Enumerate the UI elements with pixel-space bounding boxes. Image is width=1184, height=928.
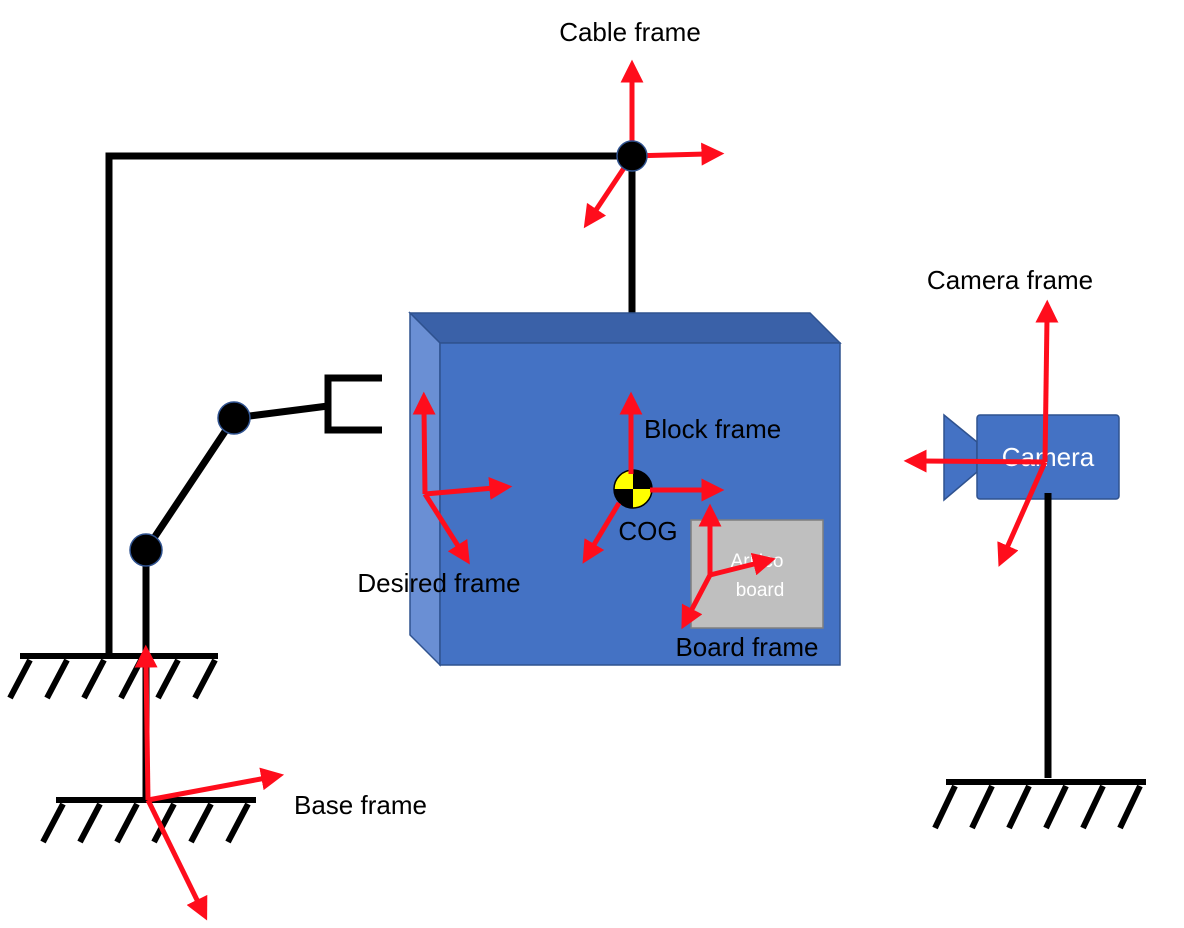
desired-frame-label: Desired frame bbox=[357, 568, 520, 598]
aruco-board-label-2: board bbox=[736, 580, 785, 601]
cable-frame-axes bbox=[583, 59, 725, 229]
block-frame-axes bbox=[582, 391, 725, 564]
camera-lens bbox=[943, 413, 978, 502]
axes bbox=[134, 59, 1059, 921]
gripper bbox=[324, 374, 382, 434]
block-frame-label: Block frame bbox=[644, 414, 781, 444]
cable-joint bbox=[616, 140, 648, 172]
cog-label: COG bbox=[618, 516, 677, 546]
arm-joint-elbow bbox=[217, 401, 251, 435]
base-frame-axes bbox=[134, 644, 285, 921]
cog-symbol bbox=[613, 469, 653, 509]
base-frame-label: Base frame bbox=[294, 790, 427, 820]
ground-camera bbox=[932, 779, 1146, 830]
arm-joint-shoulder bbox=[129, 533, 163, 567]
block-top-face bbox=[408, 312, 842, 344]
camera: Camera bbox=[943, 413, 1120, 502]
cable-frame-label: Cable frame bbox=[559, 17, 701, 47]
camera-label: Camera bbox=[1002, 442, 1095, 472]
gantry-structure bbox=[105, 152, 636, 656]
board-frame-axes bbox=[681, 503, 776, 630]
gantry-beam bbox=[105, 152, 634, 656]
desired-frame-axes bbox=[412, 391, 513, 565]
robot-arm bbox=[142, 374, 382, 800]
camera-frame-axes bbox=[903, 299, 1059, 567]
camera-frame-label: Camera frame bbox=[927, 265, 1093, 295]
arm-link-1 bbox=[143, 416, 237, 552]
ground-upper bbox=[7, 653, 218, 700]
board-frame-label: Board frame bbox=[675, 632, 818, 662]
